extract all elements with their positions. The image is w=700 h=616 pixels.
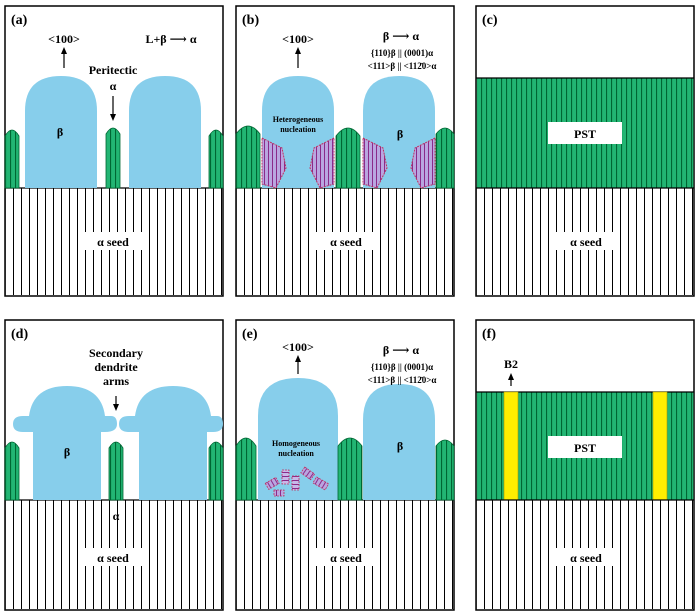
b2-label: B2 — [504, 357, 518, 371]
alpha-needle — [335, 127, 361, 189]
panel-f: (f) B2 PST α seed — [475, 319, 695, 611]
arrow-down-icon — [113, 404, 119, 411]
pst-label: PST — [574, 441, 596, 455]
seed-label: α seed — [97, 235, 129, 249]
beta-dendrite — [129, 76, 201, 188]
pst-box — [548, 122, 622, 144]
beta-dendrite — [25, 76, 97, 188]
beta-dendrite — [258, 378, 338, 500]
seed-label: α seed — [97, 551, 129, 565]
arrow-down-icon — [110, 114, 116, 121]
seed-label: α seed — [330, 551, 362, 565]
nucleus — [261, 137, 287, 189]
beta-dendrite — [119, 386, 223, 500]
alpha-needle — [435, 127, 455, 189]
alpha-needle — [105, 127, 121, 189]
panel-f-tag: (f) — [482, 327, 496, 342]
panel-a-tag: (a) — [11, 13, 28, 28]
seed-label: α seed — [570, 551, 602, 565]
beta-dendrite — [363, 384, 435, 500]
b2-band — [652, 391, 668, 501]
arrow-up-icon — [295, 47, 301, 54]
panel-c-seed-box — [554, 232, 618, 250]
reaction-label: β ⟶ α — [383, 343, 420, 357]
reaction-label: L+β ⟶ α — [145, 32, 196, 46]
beta-label: β — [64, 445, 70, 459]
alpha-needle — [337, 437, 363, 501]
nucleus — [273, 489, 285, 497]
alpha-needle — [208, 129, 224, 189]
b2-band — [503, 391, 519, 501]
beta-dendrite — [13, 386, 117, 500]
growth-direction-label: <100> — [48, 32, 80, 46]
alpha-label: α — [110, 79, 117, 93]
panel-e-tag: (e) — [242, 327, 258, 342]
panel-e-seed-box — [314, 548, 378, 566]
nucleus — [410, 137, 436, 189]
alpha-needle — [235, 437, 257, 501]
panel-e: (e) <100> β ⟶ α {110}β || (0001)α <111>β… — [235, 319, 455, 611]
beta-label: β — [397, 127, 403, 141]
reaction-label: β ⟶ α — [383, 29, 420, 43]
nucleus — [309, 137, 335, 189]
panel-b-seed-box — [314, 232, 378, 250]
seed-label: α seed — [330, 235, 362, 249]
panel-b-tag: (b) — [242, 13, 259, 28]
orientation-relation-1: {110}β || (0001)α — [371, 362, 433, 372]
beta-label: β — [57, 125, 63, 139]
nucleus — [362, 137, 388, 189]
nucleus — [264, 476, 280, 491]
alpha-needle — [435, 439, 455, 501]
nucleus — [312, 476, 330, 491]
nucleus — [281, 469, 290, 485]
arrow-up-icon — [295, 355, 301, 362]
alpha-needle — [235, 125, 261, 189]
pst-label: PST — [574, 127, 596, 141]
alpha-needle — [108, 441, 124, 501]
panel-d-tag: (d) — [11, 327, 28, 342]
alpha-needle — [4, 441, 20, 501]
seed-label: α seed — [570, 235, 602, 249]
orientation-relation-2: <111>β || <112̄0>α — [368, 61, 437, 71]
growth-direction-label: <100> — [282, 32, 314, 46]
arrow-up-icon — [61, 47, 67, 54]
panel-b: (b) <100> β ⟶ α {110}β || (0001)α <111>β… — [235, 5, 455, 297]
peritectic-label: Peritectic — [89, 63, 138, 77]
alpha-needle — [208, 441, 224, 501]
panel-f-seed-box — [554, 548, 618, 566]
orientation-relation-2: <111>β || <112̄0>α — [368, 375, 437, 385]
panel-d-seed-box — [81, 548, 145, 566]
nucleus — [291, 475, 300, 491]
panel-c-tag: (c) — [482, 13, 498, 28]
panel-a: (a) <100> L+β ⟶ α Peritectic α β α seed — [4, 5, 224, 297]
nucleus — [300, 466, 316, 481]
panel-c: (c) PST α seed — [475, 5, 695, 297]
panel-a-seed-box — [81, 232, 145, 250]
beta-label: β — [397, 439, 403, 453]
alpha-needle — [4, 129, 20, 189]
growth-direction-label: <100> — [282, 340, 314, 354]
orientation-relation-1: {110}β || (0001)α — [371, 48, 433, 58]
alpha-label: α — [113, 509, 120, 523]
pst-box — [548, 436, 622, 458]
arrow-up-icon — [508, 373, 514, 380]
